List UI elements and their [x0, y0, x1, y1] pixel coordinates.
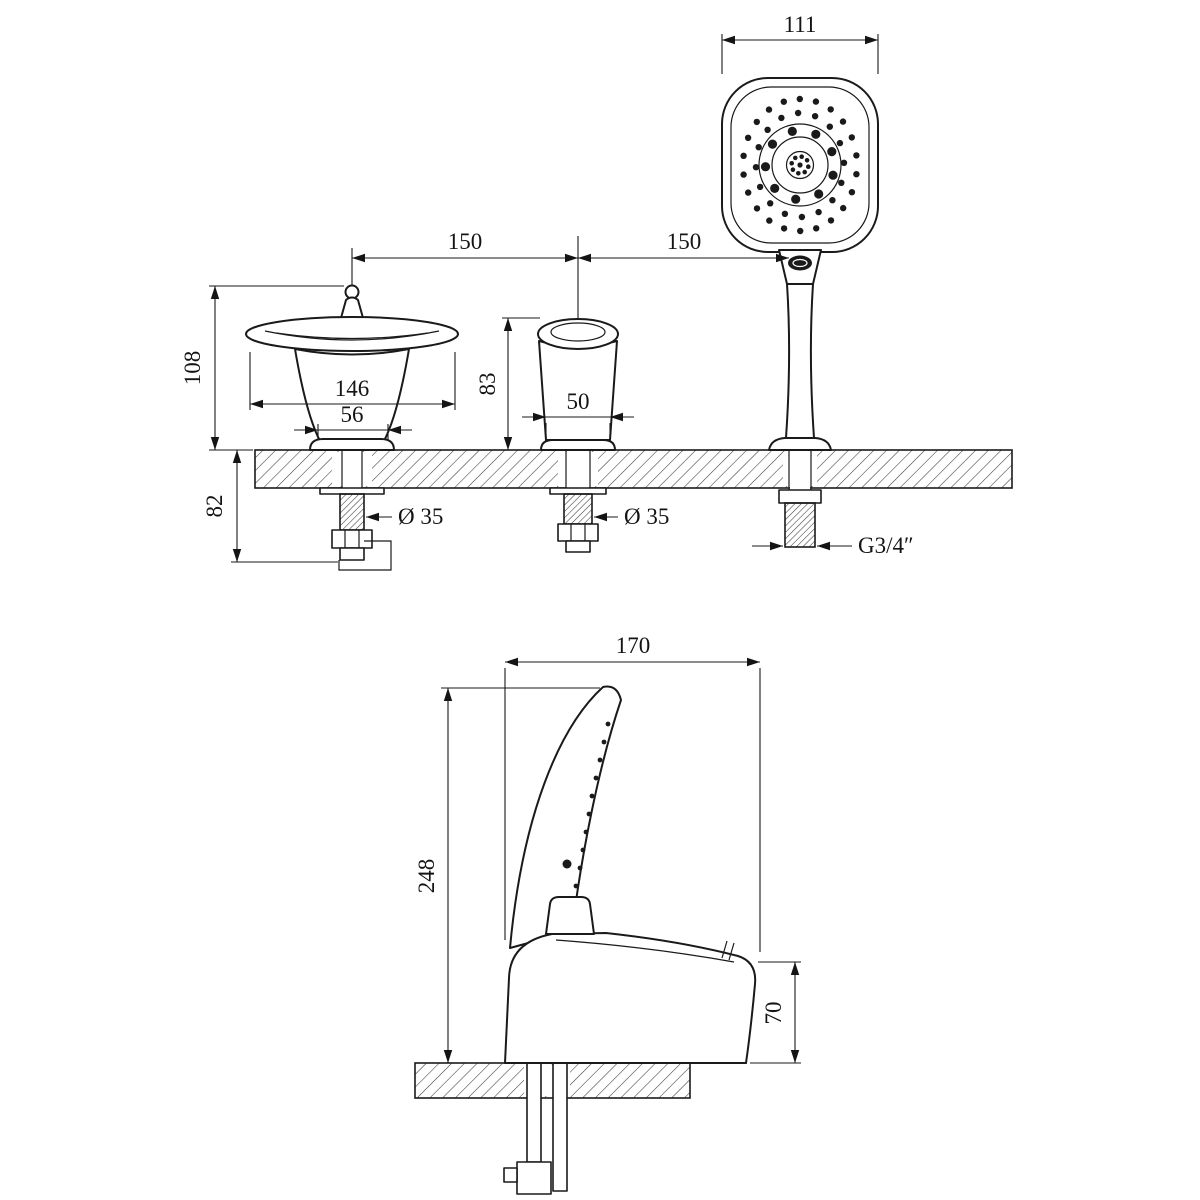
dim-overall-height: 248 — [414, 859, 439, 894]
connection-hoses — [503, 1062, 568, 1195]
dim-valve-height: 83 — [475, 373, 500, 396]
valve-base-flange — [540, 439, 616, 451]
shower-handle — [785, 283, 815, 439]
dim-shower-thread: G3/4″ — [858, 533, 914, 558]
hose-right — [552, 1062, 568, 1192]
dim-below-deck-depth: 82 — [202, 495, 227, 518]
dim-valve-to-shower: 150 — [667, 229, 702, 254]
dim-spout-base-width: 56 — [341, 402, 364, 427]
side-lever-handle — [545, 896, 595, 935]
side-nozzle-dots — [569, 721, 611, 906]
spout-hose-bracket — [338, 540, 392, 571]
valve-threaded-stud — [563, 493, 593, 525]
dim-body-length: 170 — [616, 633, 651, 658]
dim-spout-to-valve: 150 — [448, 229, 483, 254]
dim-valve-width: 50 — [567, 389, 590, 414]
front-dimensions: 111 150 150 108 82 146 56 — [180, 12, 914, 563]
front-view: 111 150 150 108 82 146 56 — [180, 12, 1013, 571]
side-shower-button — [562, 859, 572, 869]
hose-left — [526, 1062, 542, 1163]
valve-nut — [557, 523, 599, 542]
valve-front — [537, 318, 619, 553]
dim-spout-hole: Ø 35 — [398, 504, 443, 529]
mounting-deck-front — [254, 449, 1013, 489]
hand-shower-front — [721, 77, 879, 548]
hose-connector — [516, 1161, 552, 1195]
valve-washer — [549, 487, 607, 495]
dim-spout-rise: 70 — [761, 1002, 786, 1025]
shower-locknut — [778, 489, 822, 504]
shower-mode-button — [788, 255, 812, 271]
dim-spout-height: 108 — [180, 351, 205, 386]
spout-threaded-stud — [339, 493, 365, 531]
shower-thread-tail — [784, 502, 816, 548]
side-mixer-body — [504, 932, 757, 1064]
shower-nozzle-dots — [740, 95, 860, 235]
dim-spout-top-width: 146 — [335, 376, 370, 401]
side-dimensions: 170 248 70 — [414, 633, 801, 1064]
spout-washer — [319, 487, 385, 495]
side-spout-slot — [721, 940, 735, 961]
dim-shower-head-width: 111 — [784, 12, 817, 37]
dim-valve-hole: Ø 35 — [624, 504, 669, 529]
side-docked-shower — [509, 685, 622, 949]
spout-base-flange — [309, 438, 395, 451]
spout-nut — [331, 529, 373, 549]
shower-base-flange — [768, 437, 832, 451]
side-view: 170 248 70 — [414, 633, 801, 1195]
spout-dish — [245, 316, 459, 352]
